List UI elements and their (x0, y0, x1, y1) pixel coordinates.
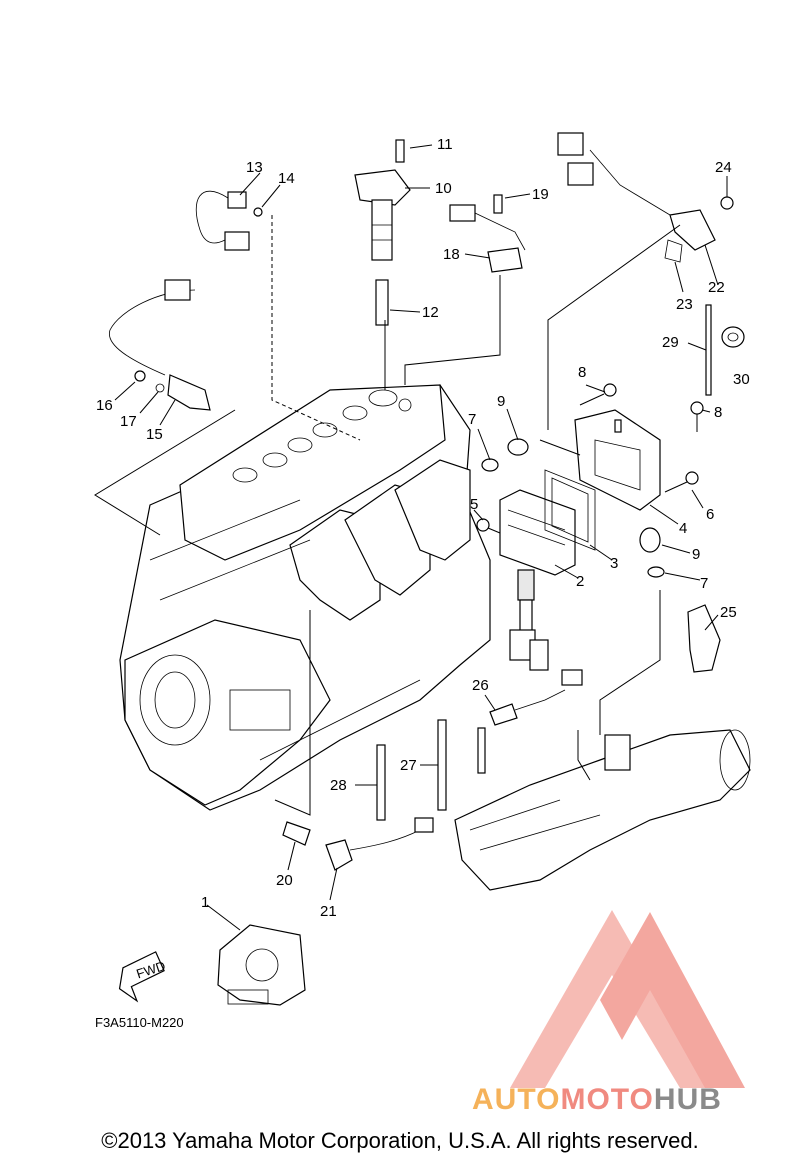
intake-manifold-part (454, 729, 751, 891)
callout-9b: 9 (692, 546, 700, 563)
drawing-reference-code: F3A5110-M220 (95, 1015, 184, 1030)
watermark-wordmark: AUTOMOTOHUB (472, 1083, 722, 1117)
callout-10: 10 (435, 180, 452, 197)
watermark-part-moto: MOTO (560, 1083, 654, 1116)
callout-labels: 1 2 3 4 5 6 7 7 8 8 9 9 10 11 12 13 14 1… (96, 136, 750, 920)
harness-connectors (557, 132, 734, 263)
watermark-logo-mark (510, 910, 745, 1088)
bracket-part (574, 409, 661, 511)
callout-28: 28 (330, 777, 347, 794)
callout-23: 23 (676, 296, 693, 313)
callout-3: 3 (610, 555, 618, 572)
gasket-part (544, 469, 596, 551)
callout-25: 25 (720, 604, 737, 621)
watermark-part-auto: AUTO (472, 1083, 561, 1116)
throttle-body-part (217, 924, 306, 1006)
callout-14: 14 (278, 170, 295, 187)
callout-30: 30 (733, 371, 750, 388)
callout-27: 27 (400, 757, 417, 774)
callout-12: 12 (422, 304, 439, 321)
callout-16: 16 (96, 397, 113, 414)
small-sensors (282, 669, 583, 871)
callout-18: 18 (443, 246, 460, 263)
fwd-arrow-icon: FWD (118, 951, 167, 1003)
callout-15: 15 (146, 426, 163, 443)
ignition-coil-part (354, 139, 411, 326)
callout-21: 21 (320, 903, 337, 920)
temp-sensor-part (195, 190, 263, 251)
clip-part (687, 604, 721, 673)
callout-8a: 8 (578, 364, 586, 381)
pressure-sensor-part (449, 194, 526, 273)
callout-13: 13 (246, 159, 263, 176)
copyright-footer: ©2013 Yamaha Motor Corporation, U.S.A. A… (101, 1128, 699, 1153)
callout-6: 6 (706, 506, 714, 523)
callout-5: 5 (470, 496, 478, 513)
callout-2: 2 (576, 573, 584, 590)
callout-7b: 7 (700, 575, 708, 592)
callout-9a: 9 (497, 393, 505, 410)
callout-29: 29 (662, 334, 679, 351)
callout-19: 19 (532, 186, 549, 203)
ecu-part (499, 489, 576, 671)
callout-8b: 8 (714, 404, 722, 421)
engine-block (119, 384, 491, 811)
cam-sensor-part (108, 279, 211, 411)
callout-20: 20 (276, 872, 293, 889)
callout-1: 1 (201, 894, 209, 911)
callout-11: 11 (437, 136, 453, 153)
callout-4: 4 (679, 520, 687, 537)
leader-lines (94, 144, 728, 931)
callout-26: 26 (472, 677, 489, 694)
watermark-part-hub: HUB (653, 1083, 722, 1116)
callout-17: 17 (120, 413, 137, 430)
callout-24: 24 (715, 159, 732, 176)
callout-22: 22 (708, 279, 725, 296)
callout-7a: 7 (468, 411, 476, 428)
